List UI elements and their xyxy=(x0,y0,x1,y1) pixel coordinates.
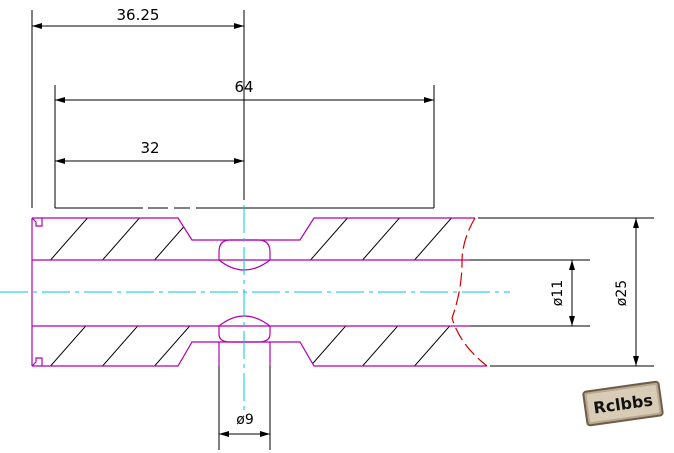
centerlines xyxy=(0,205,510,415)
dim-text-9: ø9 xyxy=(236,412,253,428)
dim-text-32: 32 xyxy=(140,139,159,157)
hatch-top xyxy=(39,218,463,260)
dim-text-bore: ø11 xyxy=(550,280,566,306)
dimension-frame xyxy=(31,10,435,209)
dimension-32: 32 xyxy=(55,139,244,164)
diameter-dimensions xyxy=(470,217,654,367)
chamfer-bottom-left xyxy=(31,357,43,367)
dimension-9 xyxy=(218,366,271,450)
dimension-36-25: 36.25 xyxy=(32,6,244,29)
outer-edge-bottom xyxy=(32,341,487,367)
dim-text-outer: ø25 xyxy=(614,280,630,306)
dim-text-36-25: 36.25 xyxy=(117,6,160,24)
hatch-bottom xyxy=(39,326,463,366)
break-line xyxy=(451,217,488,367)
dim-text-64: 64 xyxy=(234,78,253,96)
dimension-64: 64 xyxy=(55,78,434,103)
outer-edge-top xyxy=(32,217,475,241)
watermark-logo: Rclbbs xyxy=(582,380,664,427)
chamfer-top-left xyxy=(31,217,43,227)
part-outline xyxy=(31,217,487,367)
